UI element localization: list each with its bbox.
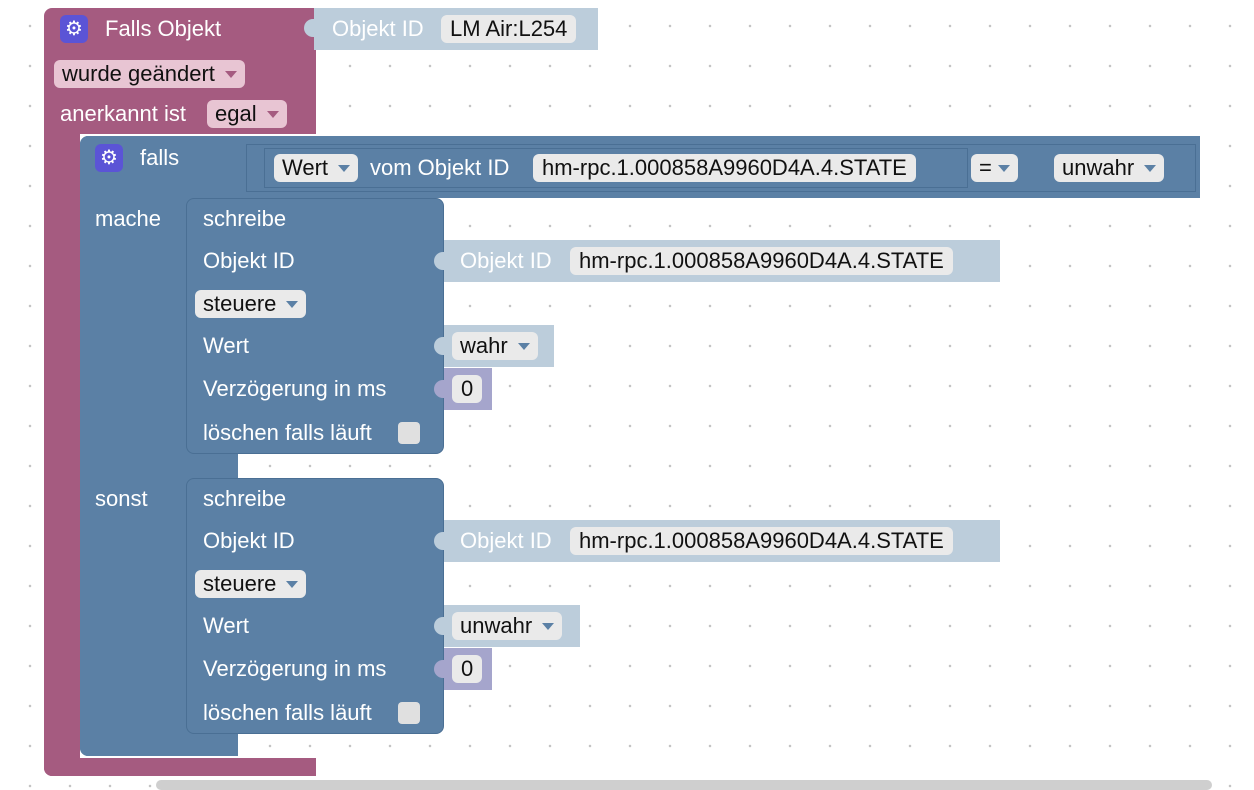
- ack-dropdown[interactable]: egal: [207, 100, 287, 128]
- sonst-label: sonst: [95, 486, 148, 511]
- chevron-down-icon: [224, 71, 237, 78]
- write-objekt-id-label: Objekt ID: [203, 248, 295, 273]
- input-connector: [434, 660, 444, 678]
- write-objekt-id-field[interactable]: hm-rpc.1.000858A9960D4A.4.STATE: [570, 527, 953, 555]
- delay-label: Verzögerung in ms: [203, 656, 387, 681]
- mache-label: mache: [95, 206, 162, 231]
- trigger-objekt-id-label: Objekt ID: [332, 16, 424, 41]
- write-objekt-id-inline-label: Objekt ID: [460, 248, 552, 273]
- chevron-down-icon: [338, 165, 351, 172]
- input-connector: [434, 532, 444, 550]
- delay-field[interactable]: 0: [452, 375, 483, 403]
- write-title: schreibe: [203, 486, 287, 511]
- chevron-down-icon: [266, 111, 279, 118]
- gear-icon[interactable]: ⚙: [60, 15, 88, 43]
- trigger-block-spine: [44, 130, 80, 776]
- input-connector: [434, 252, 444, 270]
- trigger-block-bottom: [44, 758, 316, 776]
- if-block-bottom: [80, 732, 236, 756]
- chevron-down-icon: [542, 623, 555, 630]
- condition-value-dropdown[interactable]: unwahr: [1054, 154, 1165, 182]
- write-title: schreibe: [203, 206, 287, 231]
- mode-dropdown[interactable]: steuere: [195, 290, 307, 318]
- input-connector: [434, 617, 444, 635]
- clear-label: löschen falls läuft: [203, 420, 372, 445]
- input-connector: [434, 337, 444, 355]
- input-connector: [304, 19, 314, 37]
- event-dropdown[interactable]: wurde geändert: [54, 60, 245, 88]
- wert-label: Wert: [203, 333, 250, 358]
- ack-label: anerkannt ist: [60, 101, 186, 126]
- chevron-down-icon: [517, 343, 530, 350]
- condition-object-id-field[interactable]: hm-rpc.1.000858A9960D4A.4.STATE: [533, 154, 916, 182]
- chevron-down-icon: [1144, 165, 1157, 172]
- gear-icon[interactable]: ⚙: [95, 144, 123, 172]
- trigger-objekt-id-field[interactable]: LM Air:L254: [441, 15, 577, 43]
- falls-label: falls: [140, 145, 180, 170]
- wert-label: Wert: [203, 613, 250, 638]
- clear-checkbox[interactable]: [398, 702, 420, 724]
- chevron-down-icon: [286, 301, 299, 308]
- wert-dropdown[interactable]: wahr: [452, 332, 538, 360]
- chevron-down-icon: [997, 165, 1010, 172]
- trigger-title: Falls Objekt: [105, 16, 222, 41]
- operator-dropdown[interactable]: =: [971, 154, 1018, 182]
- clear-label: löschen falls läuft: [203, 700, 372, 725]
- delay-field[interactable]: 0: [452, 655, 483, 683]
- vom-objekt-id-label: vom Objekt ID: [370, 155, 510, 180]
- horizontal-scrollbar[interactable]: [156, 780, 1212, 790]
- write-objekt-id-inline-label: Objekt ID: [460, 528, 552, 553]
- clear-checkbox[interactable]: [398, 422, 420, 444]
- attribute-dropdown[interactable]: Wert: [274, 154, 359, 182]
- wert-dropdown[interactable]: unwahr: [452, 612, 563, 640]
- write-block[interactable]: [186, 478, 444, 734]
- chevron-down-icon: [286, 581, 299, 588]
- write-block[interactable]: [186, 198, 444, 454]
- input-connector: [434, 380, 444, 398]
- write-objekt-id-label: Objekt ID: [203, 528, 295, 553]
- mode-dropdown[interactable]: steuere: [195, 570, 307, 598]
- write-objekt-id-field[interactable]: hm-rpc.1.000858A9960D4A.4.STATE: [570, 247, 953, 275]
- delay-label: Verzögerung in ms: [203, 376, 387, 401]
